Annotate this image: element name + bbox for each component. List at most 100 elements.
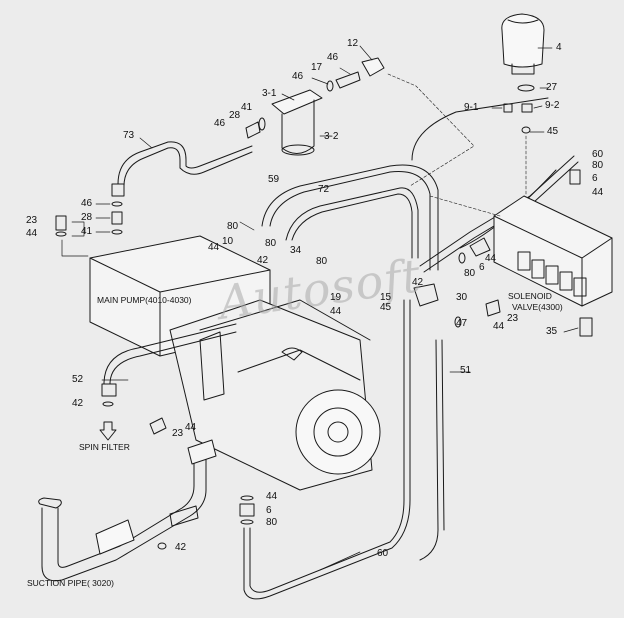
label-23: 23 [507, 313, 519, 324]
label-30: 30 [456, 292, 468, 303]
label-3-1: 3-1 [262, 88, 277, 99]
label-4: 4 [556, 42, 562, 53]
label-28: 28 [229, 110, 241, 121]
label-6: 6 [266, 505, 272, 516]
oring-47 [454, 316, 462, 328]
oring-46 [326, 80, 334, 92]
elbow-30 [413, 283, 439, 307]
oring-44-bottom [240, 495, 254, 501]
label-42: 42 [257, 255, 269, 266]
label-17: 17 [311, 62, 323, 73]
label-60: 60 [377, 548, 389, 559]
plug-23-right [485, 299, 501, 317]
label-6: 6 [479, 262, 485, 273]
label-44: 44 [330, 306, 342, 317]
pipe-52 [109, 331, 237, 385]
hose-60-bottom [243, 299, 411, 600]
label-80: 80 [592, 160, 604, 171]
adapter-28 [245, 121, 261, 139]
suction-pipe-label: SUCTION PIPE( 3020) [27, 578, 114, 588]
label-44: 44 [485, 253, 497, 264]
plug-9-1 [503, 103, 513, 113]
label-23: 23 [26, 215, 38, 226]
main-pump [89, 235, 381, 491]
oring-27 [517, 84, 535, 92]
leader-lines [61, 45, 579, 571]
label-10: 10 [222, 236, 234, 247]
label-80: 80 [265, 238, 277, 249]
label-44: 44 [185, 422, 197, 433]
label-45: 45 [547, 126, 559, 137]
adapter-6-bottom [239, 503, 255, 517]
hose-51 [419, 339, 439, 561]
label-9-2: 9-2 [545, 100, 560, 111]
label-46: 46 [81, 198, 93, 209]
bolt-35 [579, 317, 593, 337]
oring-42-suction [157, 542, 167, 550]
label-41: 41 [81, 226, 93, 237]
plug-23-left [55, 215, 67, 231]
label-72: 72 [318, 184, 330, 195]
solenoid-valve-block [493, 195, 613, 307]
label-6: 6 [592, 173, 598, 184]
label-15: 15 [380, 292, 392, 303]
label-51: 51 [460, 365, 472, 376]
label-19: 19 [330, 292, 342, 303]
oring-42-spin [102, 401, 114, 407]
label-42: 42 [175, 542, 187, 553]
oring-45 [521, 126, 531, 134]
label-44: 44 [266, 491, 278, 502]
label-28: 28 [81, 212, 93, 223]
oring-80-bottom [240, 519, 254, 525]
pipe-59 [285, 187, 419, 259]
line-filter-3 [271, 89, 323, 156]
adapter-17 [335, 71, 361, 89]
main-pump-label: MAIN PUMP(4010-4030) [97, 295, 192, 305]
label-41: 41 [241, 102, 253, 113]
fitting-52-end [101, 383, 117, 397]
solenoid-label-line2: VALVE(4300) [512, 302, 563, 312]
label-45: 45 [380, 302, 392, 313]
plug-23-mid [149, 417, 167, 435]
label-44: 44 [208, 242, 220, 253]
pipe-72 [261, 164, 439, 271]
solenoid-label-line1: SOLENOID [508, 291, 552, 301]
label-46: 46 [292, 71, 304, 82]
label-46: 46 [214, 118, 226, 129]
plug-9-2 [521, 103, 533, 113]
label-35: 35 [546, 326, 558, 337]
label-27: 27 [546, 82, 558, 93]
fitting-73-end [111, 183, 125, 197]
suction-pipe [38, 439, 217, 582]
oring-41 [258, 117, 266, 131]
label-12: 12 [347, 38, 359, 49]
label-42: 42 [412, 277, 424, 288]
label-3-2: 3-2 [324, 131, 339, 142]
adapter-28-left [111, 211, 123, 225]
elbow-fitting-12 [361, 57, 385, 77]
label-44: 44 [493, 321, 505, 332]
oring-80-right [458, 252, 466, 264]
label-59: 59 [268, 174, 280, 185]
label-52: 52 [72, 374, 84, 385]
label-60: 60 [592, 149, 604, 160]
tank-filter-element [501, 13, 545, 75]
connector-6-right [469, 237, 491, 257]
spin-filter-arrow [99, 421, 117, 441]
label-80: 80 [227, 221, 239, 232]
oring-44-left [55, 231, 67, 237]
hose-73 [117, 141, 253, 185]
label-23: 23 [172, 428, 184, 439]
label-46: 46 [327, 52, 339, 63]
label-44: 44 [592, 187, 604, 198]
label-80: 80 [266, 517, 278, 528]
oring-41-left [111, 229, 123, 235]
spin-filter-label: SPIN FILTER [79, 442, 130, 452]
connector-6-top [569, 169, 581, 185]
label-73: 73 [123, 130, 135, 141]
hose-connector-suction [169, 505, 199, 527]
label-9-1: 9-1 [464, 102, 479, 113]
label-80: 80 [464, 268, 476, 279]
